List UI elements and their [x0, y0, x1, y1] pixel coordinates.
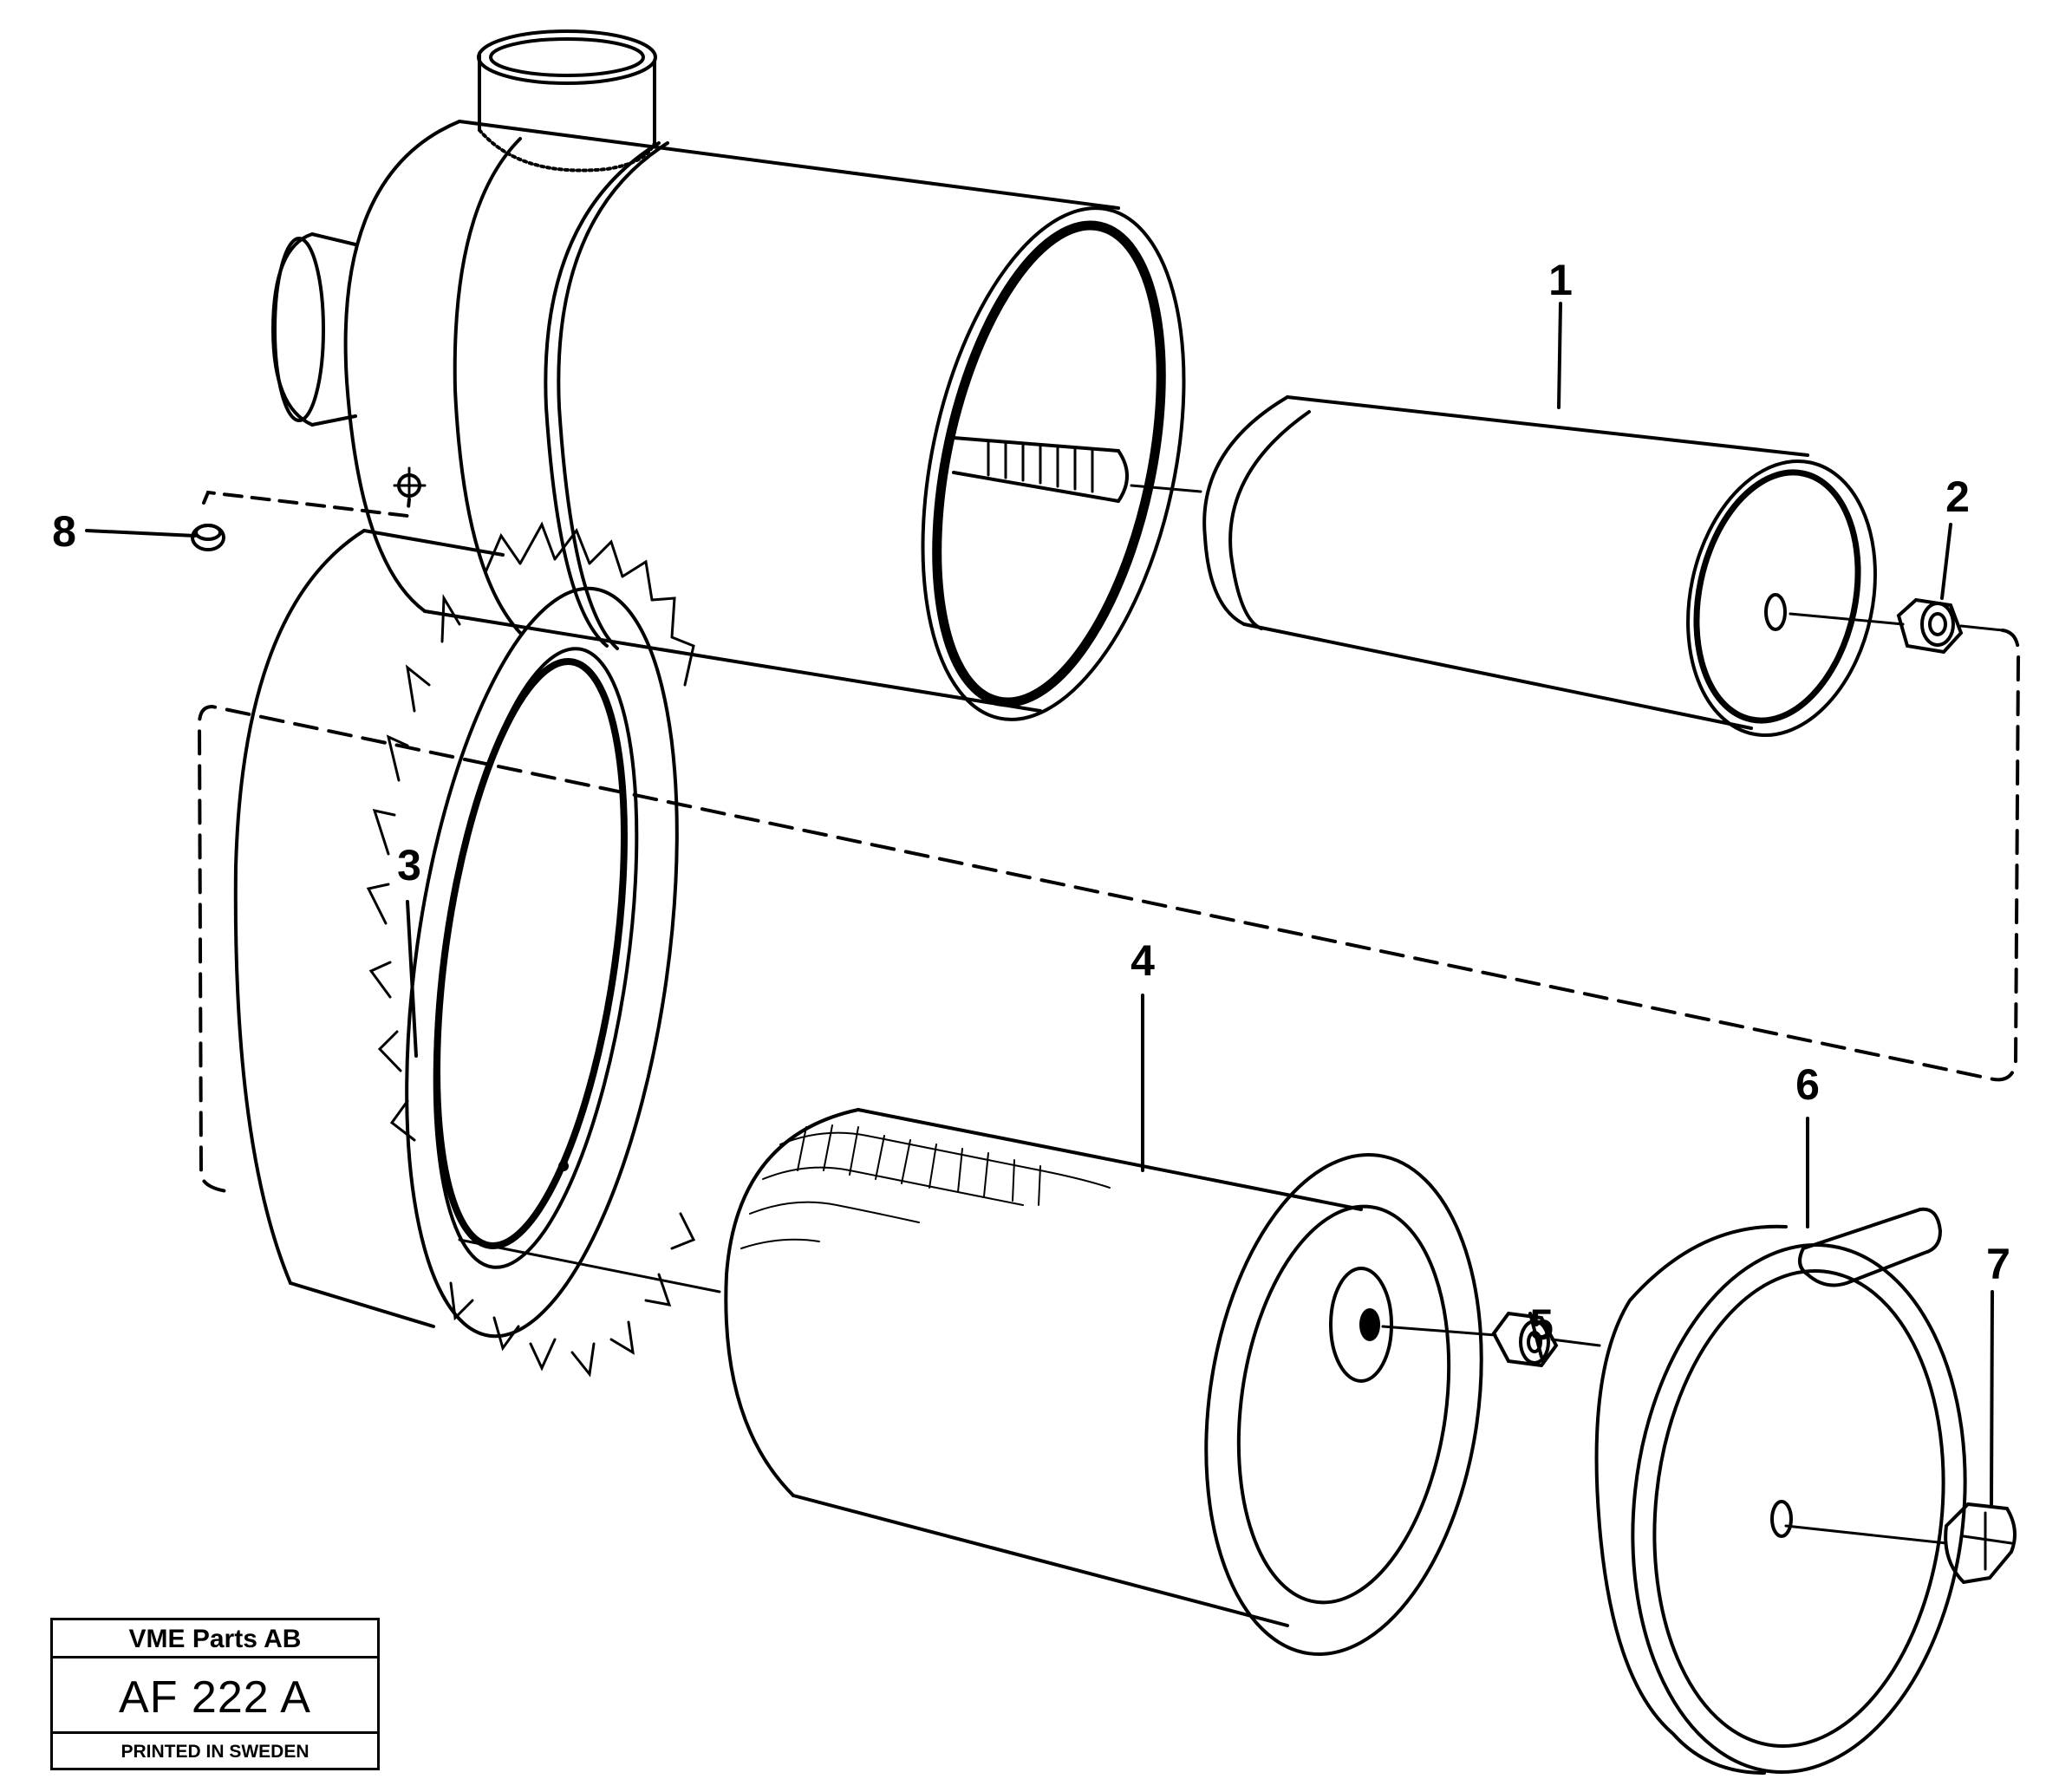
part-3-precleaner: [233, 521, 696, 1378]
part-7-wing-nut: [1944, 1502, 2017, 1585]
callout-7: 7: [1986, 1240, 2010, 1288]
callout-5: 5: [1529, 1300, 1554, 1349]
part-6-cover: [1594, 1207, 1967, 1775]
leader-lines: [85, 302, 1994, 1506]
title-block-drawing-code: AF 222 A: [53, 1661, 377, 1734]
callouts: 1 2 3 4 5 6 7 8: [52, 256, 2010, 1349]
part-1-cartridge: [1202, 395, 1877, 738]
leader-8-dash: [202, 490, 411, 518]
filter-housing: [270, 29, 1186, 721]
title-block: VME Parts AB AF 222 A PRINTED IN SWEDEN: [50, 1618, 380, 1770]
callout-8: 8: [52, 507, 76, 556]
part-2-nut: [1896, 597, 1964, 655]
callout-2: 2: [1945, 472, 1970, 521]
assembly-dashed-loop: [197, 629, 2021, 1194]
callout-4: 4: [1131, 936, 1155, 985]
title-block-company: VME Parts AB: [53, 1620, 377, 1658]
part-4-filter-element: [724, 1108, 1483, 1656]
title-block-printed: PRINTED IN SWEDEN: [121, 1742, 310, 1762]
callout-1: 1: [1548, 256, 1573, 304]
callout-3: 3: [397, 841, 421, 889]
callout-6: 6: [1795, 1060, 1820, 1109]
part-8-plug: [191, 524, 225, 551]
